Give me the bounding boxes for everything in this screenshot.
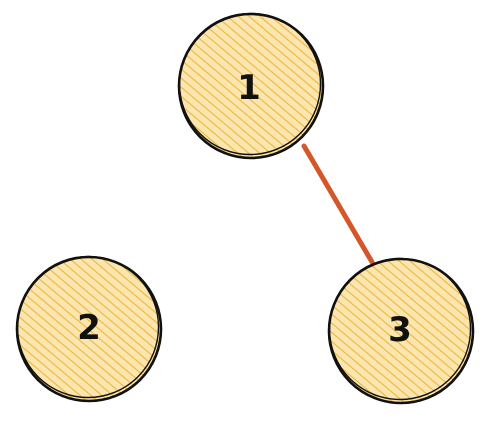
node-2[interactable]: 2 [15,255,163,403]
node-2-label: 2 [77,308,101,348]
node-3[interactable]: 3 [327,257,475,405]
node-1-label: 1 [237,68,261,108]
node-3-label: 3 [388,310,412,350]
node-1[interactable]: 1 [177,12,325,160]
edge-1-3 [301,143,375,265]
